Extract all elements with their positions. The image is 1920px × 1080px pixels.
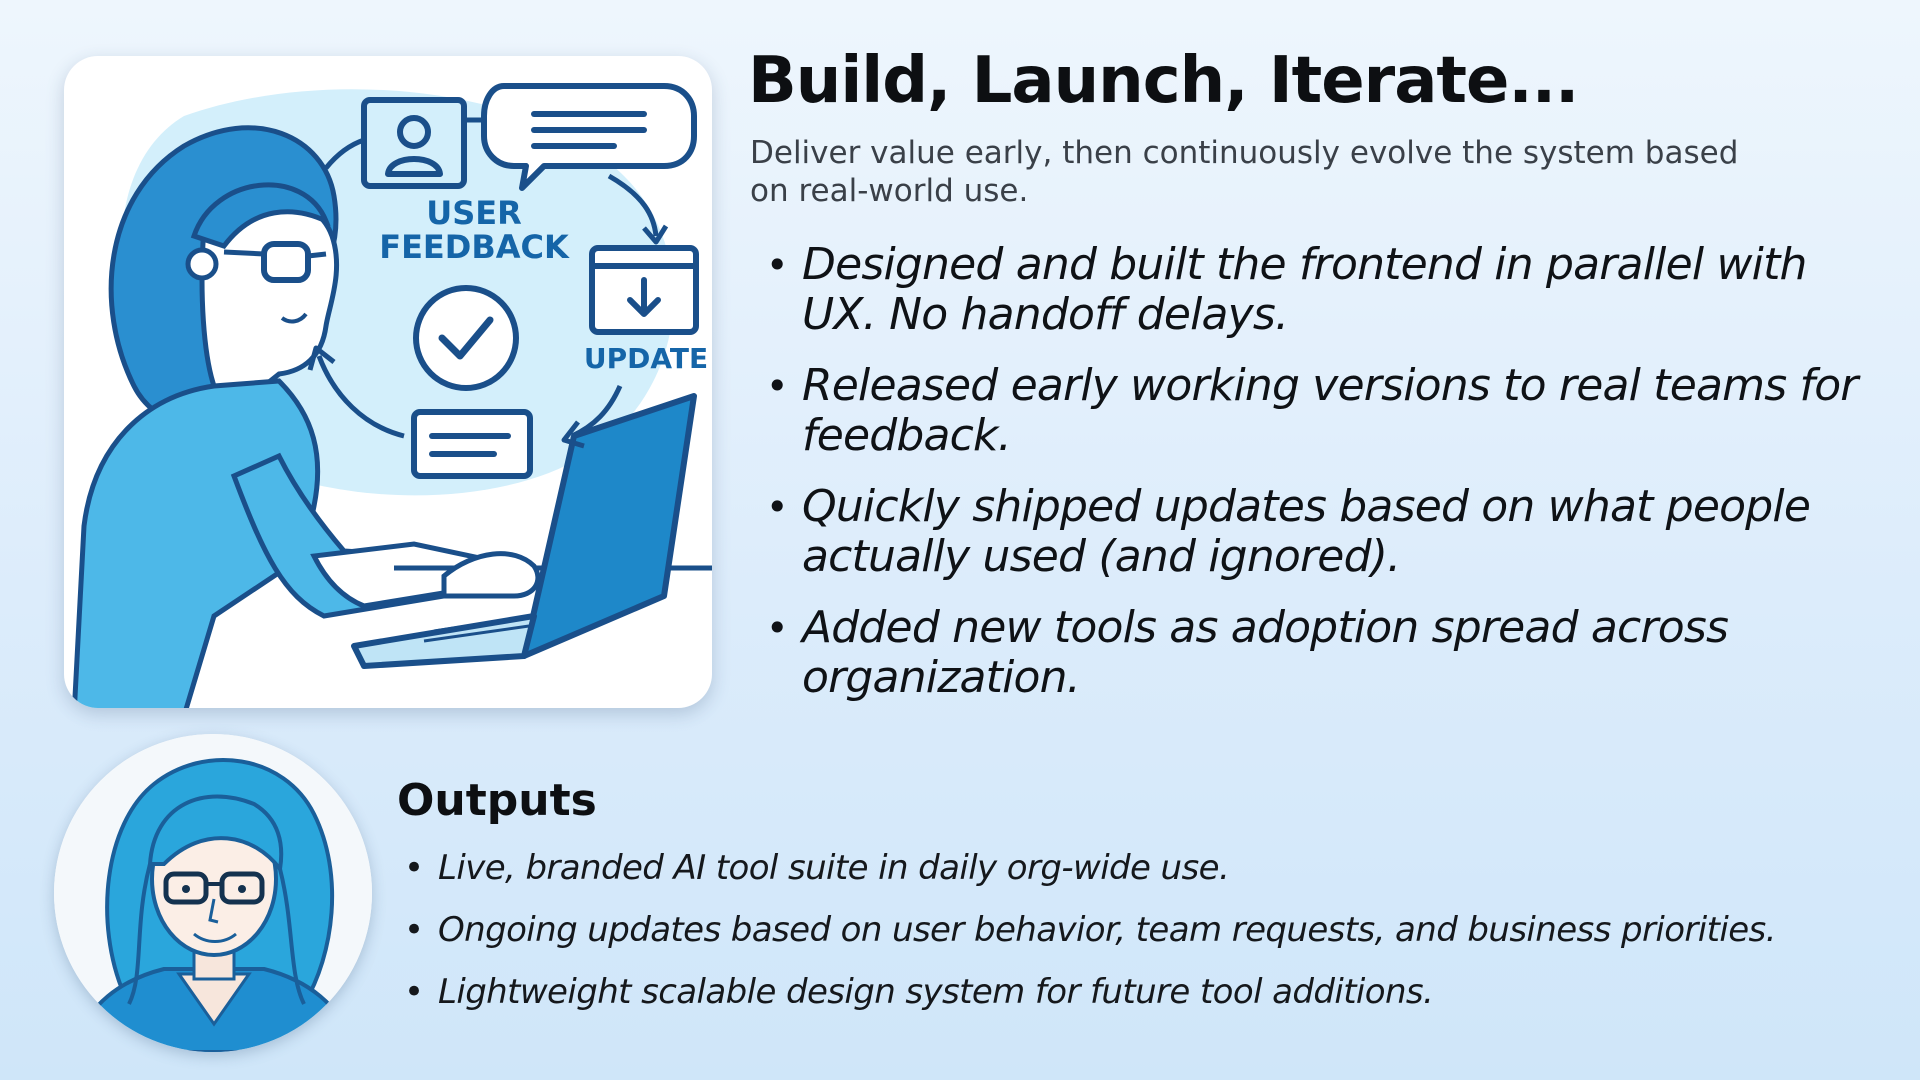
avatar (54, 734, 372, 1052)
outputs-title: Outputs (397, 775, 597, 826)
woman-figure (71, 125, 501, 708)
feedback-loop-illustration: USER FEEDBACK UPDATE (71, 83, 712, 708)
main-bullet-list: Designed and built the frontend in paral… (760, 240, 1880, 724)
message-card-icon (411, 409, 533, 479)
label-feedback: FEEDBACK (379, 228, 570, 266)
avatar-portrait (54, 734, 372, 1052)
slide-subtitle: Deliver value early, then continuously e… (750, 135, 1739, 209)
bullet-item: Designed and built the frontend in paral… (760, 240, 1880, 340)
label-update: UPDATE (584, 342, 708, 375)
bullet-item: Quickly shipped updates based on what pe… (760, 482, 1880, 582)
outputs-list: Live, branded AI tool suite in daily org… (404, 846, 1894, 1032)
output-item: Ongoing updates based on user behavior, … (404, 908, 1894, 952)
output-item: Live, branded AI tool suite in daily org… (404, 846, 1894, 890)
checkmark-icon (413, 285, 519, 391)
download-icon (589, 245, 699, 335)
laptop-icon (351, 393, 697, 669)
bullet-item: Added new tools as adoption spread acros… (760, 603, 1880, 703)
output-item: Lightweight scalable design system for f… (404, 970, 1894, 1014)
bullet-item: Released early working versions to real … (760, 361, 1880, 461)
user-profile-icon (361, 97, 467, 189)
illustration-card: USER FEEDBACK UPDATE (64, 56, 712, 708)
chat-bubble-icon (481, 83, 697, 191)
label-user: USER (426, 194, 522, 232)
slide-title: Build, Launch, Iterate... (748, 44, 1579, 118)
